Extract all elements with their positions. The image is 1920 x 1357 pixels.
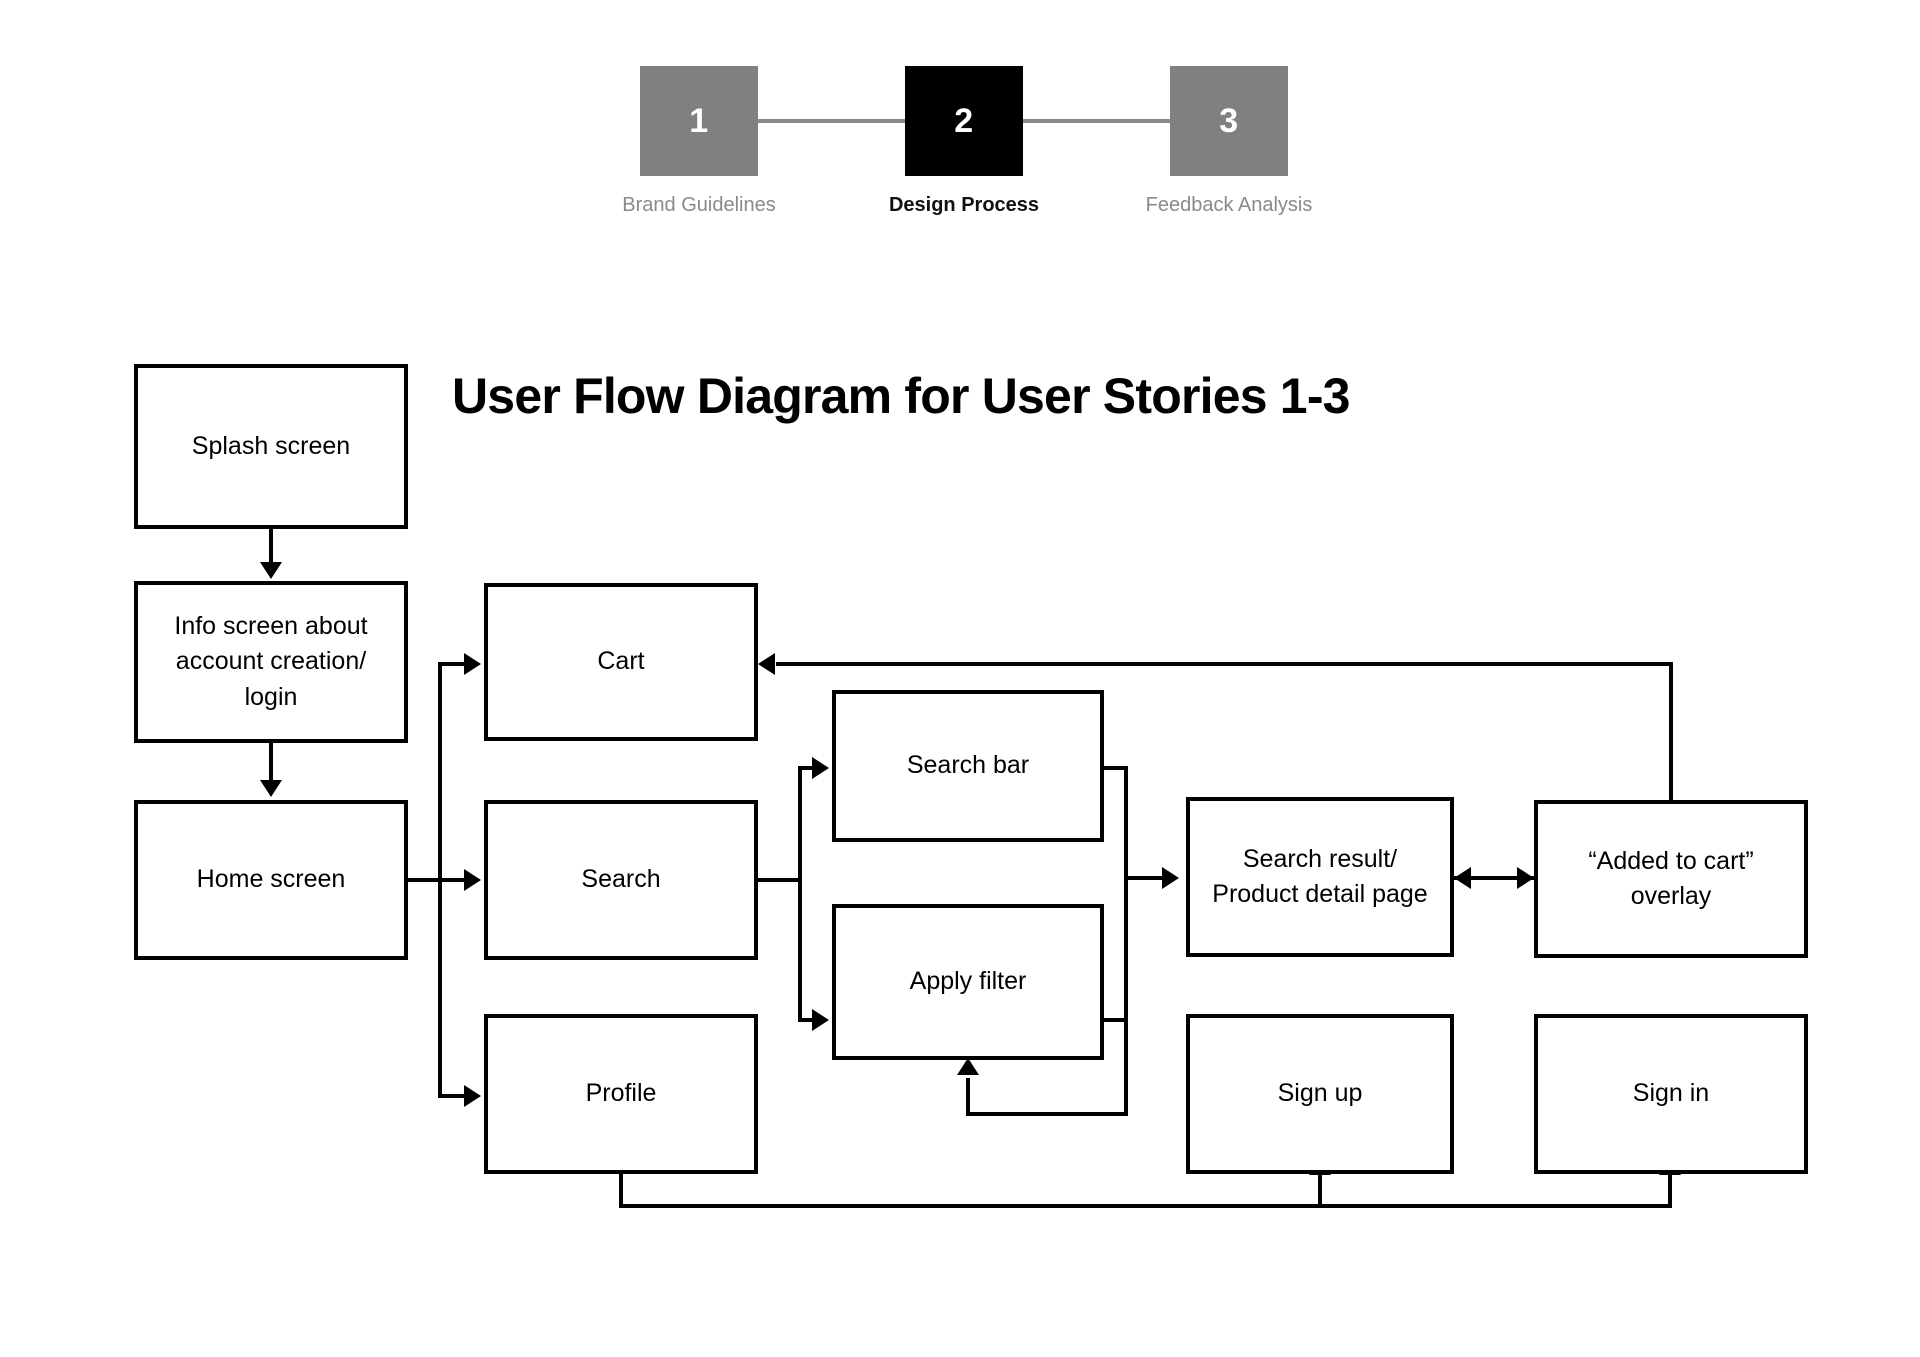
- page-title: User Flow Diagram for User Stories 1-3: [452, 368, 1350, 424]
- flow-node-sign-in[interactable]: Sign in: [1534, 1014, 1808, 1174]
- flow-node-search-bar[interactable]: Search bar: [832, 690, 1104, 842]
- flow-node-sign-up[interactable]: Sign up: [1186, 1014, 1454, 1174]
- stepper-step-3[interactable]: 3: [1170, 66, 1288, 176]
- edge-info-to-home: [269, 743, 273, 783]
- stepper-step-3-number: 3: [1219, 101, 1239, 140]
- flow-node-home-screen-label: Home screen: [196, 865, 346, 894]
- stepper-step-1-number: 1: [689, 101, 709, 140]
- stepper-label-feedback-analysis[interactable]: Feedback Analysis: [1145, 194, 1313, 216]
- flow-node-profile[interactable]: Profile: [484, 1014, 758, 1174]
- edge-home-trunk-stub: [408, 878, 440, 882]
- flow-node-apply-filter-label: Apply filter: [909, 967, 1027, 996]
- flow-node-search-result[interactable]: Search result/ Product detail page: [1186, 797, 1454, 957]
- edge-home-to-cart-arrowhead: [464, 653, 481, 675]
- edge-search-to-apply-filter: [798, 1018, 814, 1022]
- edge-search-result-to-overlay: [1454, 876, 1534, 880]
- flow-node-splash-screen-label: Splash screen: [191, 431, 351, 460]
- flow-node-profile-label: Profile: [585, 1079, 657, 1108]
- edge-search-result-to-overlay-arrowhead: [1517, 867, 1534, 889]
- flow-node-info-screen[interactable]: Info screen about account creation/ logi…: [134, 581, 408, 743]
- stepper-connector-1-2: [758, 119, 905, 123]
- edge-bus-to-sign-in: [1668, 1174, 1672, 1206]
- edge-loop-to-apply-filter-vertical-left: [966, 1078, 970, 1116]
- flow-node-apply-filter[interactable]: Apply filter: [832, 904, 1104, 1060]
- edge-search-to-apply-filter-arrowhead: [812, 1009, 829, 1031]
- edge-home-to-profile: [438, 1094, 466, 1098]
- flow-node-home-screen[interactable]: Home screen: [134, 800, 408, 960]
- edge-search-to-search-bar-arrowhead: [812, 757, 829, 779]
- edge-loop-to-apply-filter-horizontal: [966, 1112, 1128, 1116]
- edge-search-bar-merge-stub: [1104, 766, 1128, 770]
- edge-search-to-search-bar: [798, 766, 814, 770]
- flow-node-added-to-cart-overlay-label: “Added to cart” overlay: [1588, 846, 1754, 911]
- edge-info-to-home-arrowhead: [260, 780, 282, 797]
- stepper-step-2[interactable]: 2: [905, 66, 1023, 176]
- flow-node-search[interactable]: Search: [484, 800, 758, 960]
- edge-overlay-to-cart-horizontal: [776, 662, 1673, 666]
- edge-home-to-search-arrowhead: [464, 869, 481, 891]
- flow-node-cart[interactable]: Cart: [484, 583, 758, 741]
- edge-loop-to-apply-filter-vertical-right: [1124, 1018, 1128, 1116]
- edge-bottom-bus: [619, 1204, 1672, 1208]
- edge-home-to-cart: [438, 662, 466, 666]
- stepper-label-design-process[interactable]: Design Process: [888, 194, 1040, 216]
- flow-node-added-to-cart-overlay[interactable]: “Added to cart” overlay: [1534, 800, 1808, 958]
- flow-node-search-bar-label: Search bar: [906, 751, 1030, 780]
- stepper-label-brand-guidelines[interactable]: Brand Guidelines: [622, 194, 776, 216]
- edge-home-to-profile-arrowhead: [464, 1085, 481, 1107]
- edge-profile-bus-drop: [619, 1174, 623, 1208]
- flow-node-cart-label: Cart: [597, 647, 645, 676]
- edge-overlay-to-cart-vertical: [1669, 662, 1673, 802]
- flow-node-sign-up-label: Sign up: [1277, 1079, 1363, 1108]
- edge-merge-to-search-result-arrowhead: [1162, 867, 1179, 889]
- flow-node-sign-in-label: Sign in: [1632, 1079, 1710, 1108]
- stepper-step-1[interactable]: 1: [640, 66, 758, 176]
- edge-overlay-to-cart-arrowhead: [758, 653, 775, 675]
- edge-loop-to-apply-filter-arrowhead: [957, 1058, 979, 1075]
- progress-stepper: 1 2 3 Brand Guidelines Design Process Fe…: [622, 66, 1312, 241]
- edge-splash-to-info-arrowhead: [260, 562, 282, 579]
- flow-node-splash-screen[interactable]: Splash screen: [134, 364, 408, 529]
- edge-merge-to-search-result: [1124, 876, 1164, 880]
- edge-bus-to-sign-up: [1318, 1174, 1322, 1206]
- edge-overlay-to-search-result-arrowhead: [1454, 867, 1471, 889]
- flow-node-search-label: Search: [581, 865, 661, 894]
- flow-node-search-result-label: Search result/ Product detail page: [1212, 844, 1428, 909]
- stepper-connector-2-3: [1023, 119, 1170, 123]
- flow-node-info-screen-label: Info screen about account creation/ logi…: [174, 611, 368, 711]
- edge-apply-filter-merge-stub: [1104, 1018, 1128, 1022]
- edge-splash-to-info: [269, 529, 273, 566]
- stepper-track: 1 2 3: [640, 66, 1300, 176]
- edge-search-merge-trunk: [1124, 766, 1128, 1022]
- edge-search-split-trunk: [798, 766, 802, 1022]
- edge-home-to-search: [438, 878, 466, 882]
- stepper-step-2-number: 2: [954, 101, 974, 140]
- edge-search-stub: [758, 878, 800, 882]
